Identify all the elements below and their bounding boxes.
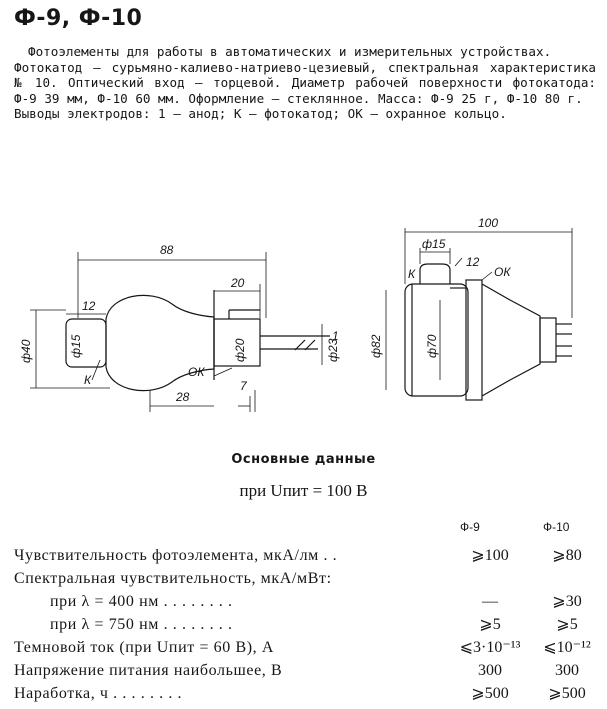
row-value-f10: ⩾500 bbox=[548, 685, 586, 702]
label-ok-left: ОК bbox=[188, 365, 205, 379]
dim-88: 88 bbox=[160, 243, 174, 257]
dia-15-right: ф15 bbox=[422, 237, 446, 251]
technical-drawing: 88 20 12 28 7 ОК К 1 ф40 ф15 ф20 ф23 100… bbox=[0, 200, 607, 440]
row-value-f10: ⩾30 bbox=[552, 593, 582, 610]
supply-condition: при Uпит = 100 В bbox=[239, 481, 368, 500]
row-value-f9: — bbox=[482, 593, 498, 610]
table-row: при λ = 750 нм . . . . . . . . ⩾5 ⩾5 bbox=[14, 613, 604, 636]
description: Фотоэлементы для работы в автоматических… bbox=[14, 44, 596, 122]
row-value-f10: ⩾80 bbox=[552, 547, 582, 564]
row-value-f10: ⩽10⁻¹² bbox=[543, 639, 591, 656]
row-value-f9: ⩾500 bbox=[471, 685, 509, 702]
dia-15-left: ф15 bbox=[69, 334, 83, 358]
right-cone bbox=[481, 283, 541, 397]
right-flange bbox=[465, 279, 483, 401]
description-purpose: Фотоэлементы для работы в автоматических… bbox=[28, 44, 552, 59]
dim-20: 20 bbox=[230, 276, 245, 290]
table-row: Спектральная чувствительность, мкА/мВт: bbox=[14, 567, 604, 590]
row-label: Наработка, ч . . . . . . . . bbox=[14, 685, 183, 702]
row-label: Спектральная чувствительность, мкА/мВт: bbox=[14, 570, 332, 587]
table-row: Темновой ток (при Uпит = 60 В), А ⩽3·10⁻… bbox=[14, 636, 604, 659]
description-photocathode: Фотокатод — сурьмяно-калиево-натриево-це… bbox=[14, 59, 596, 106]
dia-70: ф70 bbox=[425, 334, 439, 358]
row-value-f9: ⩽3·10⁻¹³ bbox=[459, 639, 521, 656]
row-value-f9: ⩾5 bbox=[479, 616, 501, 633]
row-value-f9: ⩾100 bbox=[471, 547, 509, 564]
dia-82: ф82 bbox=[369, 334, 383, 358]
description-electrodes: Выводы электродов: 1 — анод; К — фотокат… bbox=[14, 106, 507, 121]
label-k-right: К bbox=[408, 267, 416, 281]
label-k-left: К bbox=[84, 373, 92, 387]
row-label: Темновой ток (при Uпит = 60 В), А bbox=[14, 639, 275, 656]
table-row: Чувствительность фотоэлемента, мкА/лм . … bbox=[14, 544, 604, 567]
column-header-f9: Ф-9 bbox=[460, 520, 480, 534]
row-label: при λ = 400 нм . . . . . . . . bbox=[50, 593, 233, 610]
row-label: Напряжение питания наибольшее, В bbox=[14, 662, 283, 679]
left-drawing-labels: 88 20 12 28 7 ОК К 1 ф40 ф15 ф20 ф23 bbox=[19, 243, 340, 404]
table-row: при λ = 400 нм . . . . . . . . — ⩾30 bbox=[14, 590, 604, 613]
table-row: Наработка, ч . . . . . . . . ⩾500 ⩾500 bbox=[14, 682, 604, 705]
right-cylinder bbox=[404, 283, 469, 397]
right-drawing-labels: 100 ф15 12 К ОК ф82 ф70 bbox=[369, 216, 511, 358]
right-top-tube bbox=[419, 263, 451, 284]
row-value-f10: 300 bbox=[555, 662, 579, 679]
page-title: Ф-9, Ф-10 bbox=[14, 6, 143, 31]
label-ok-right: ОК bbox=[494, 265, 511, 279]
dim-12-left: 12 bbox=[82, 299, 96, 313]
dia-20: ф20 bbox=[233, 338, 247, 362]
dim-7: 7 bbox=[240, 379, 248, 393]
dim-28: 28 bbox=[175, 390, 190, 404]
dim-12-right: 12 bbox=[466, 255, 480, 269]
section-title: Основные данные bbox=[231, 452, 376, 467]
parameters-table: Чувствительность фотоэлемента, мкА/лм . … bbox=[14, 544, 604, 705]
label-1: 1 bbox=[332, 329, 339, 343]
row-label: Чувствительность фотоэлемента, мкА/лм . … bbox=[14, 547, 338, 564]
dia-40: ф40 bbox=[19, 339, 33, 363]
outline-drawing-svg: 88 20 12 28 7 ОК К 1 ф40 ф15 ф20 ф23 100… bbox=[19, 216, 573, 412]
row-value-f9: 300 bbox=[478, 662, 502, 679]
column-header-f10: Ф-10 bbox=[543, 520, 570, 534]
dia-23: ф23 bbox=[326, 338, 340, 362]
table-row: Напряжение питания наибольшее, В 300 300 bbox=[14, 659, 604, 682]
dim-100: 100 bbox=[478, 216, 498, 230]
row-value-f10: ⩾5 bbox=[556, 616, 578, 633]
row-label: при λ = 750 нм . . . . . . . . bbox=[50, 616, 233, 633]
